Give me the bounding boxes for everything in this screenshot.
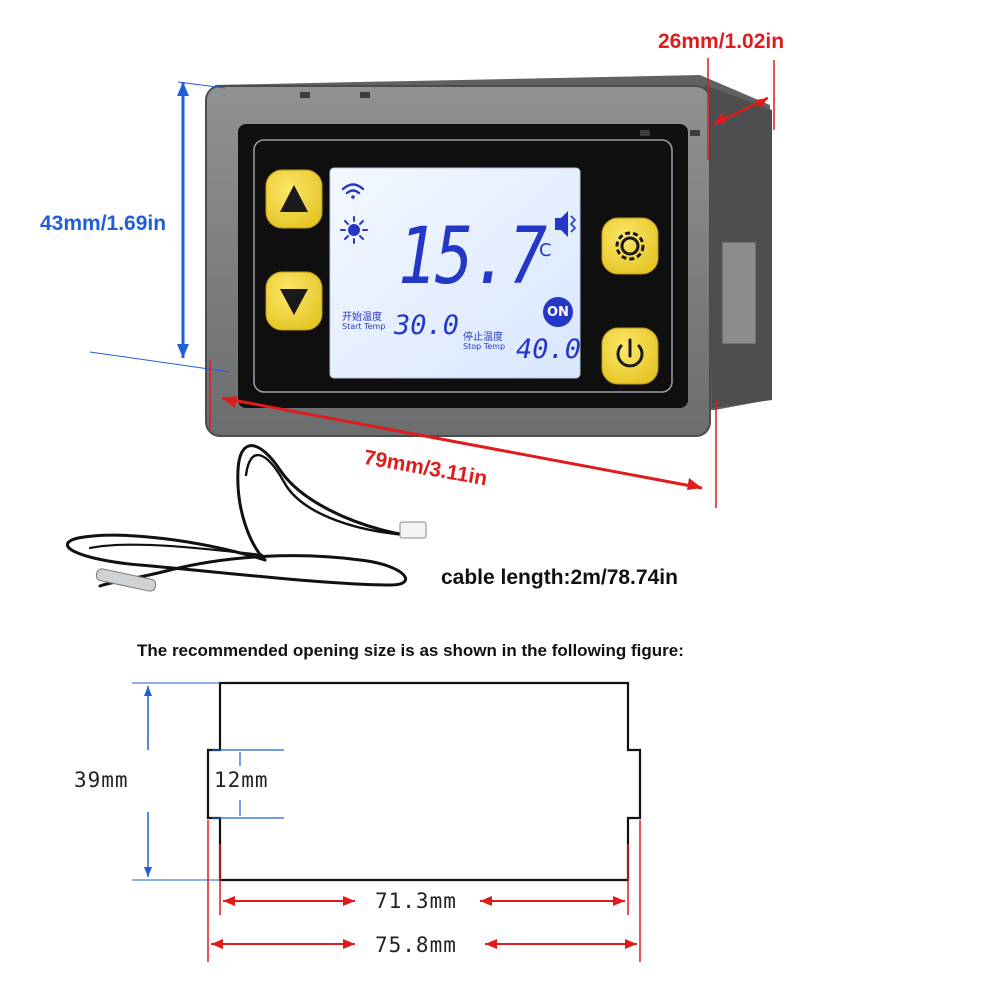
down-button[interactable]	[265, 271, 323, 331]
sun-icon	[340, 216, 368, 244]
power-icon	[616, 338, 644, 368]
temperature-probe-cable	[65, 444, 408, 588]
dimension-lines-product	[89, 58, 775, 508]
outer-width-label: 75.8mm	[375, 933, 457, 957]
height-dimension-label: 43mm/1.69in	[40, 212, 167, 235]
power-button[interactable]	[601, 327, 659, 385]
down-arrow-icon	[280, 289, 308, 315]
speaker-icon	[555, 211, 577, 237]
up-button[interactable]	[265, 169, 323, 229]
probe-tip	[95, 568, 157, 592]
settings-button[interactable]	[601, 217, 659, 275]
depth-dimension-label: 26mm/1.02in	[658, 30, 785, 53]
stop-temp-label-en: Stop Temp	[463, 342, 506, 351]
on-badge	[543, 297, 573, 327]
cable-length-label: cable length:2m/78.74in	[441, 566, 678, 589]
opening-caption: The recommended opening size is as shown…	[137, 641, 684, 660]
dimension-lines-opening	[132, 682, 641, 962]
opening-height-label: 39mm	[74, 768, 129, 792]
stop-temp-value: 40.0	[516, 334, 582, 365]
connector-plug	[399, 521, 427, 539]
start-temp-label-cn: 开始温度	[342, 312, 382, 323]
start-temp-label-en: Start Temp	[342, 322, 386, 331]
stop-temp-label-cn: 停止温度	[463, 332, 503, 343]
temperature-readout: 15.7	[398, 212, 547, 302]
wifi-icon	[341, 183, 365, 199]
opening-outline	[206, 681, 642, 882]
on-badge-label: ON	[547, 305, 569, 320]
up-arrow-icon	[280, 185, 308, 212]
gear-icon	[615, 231, 645, 261]
start-temp-value: 30.0	[394, 310, 460, 341]
temperature-unit: °C	[530, 240, 552, 261]
notch-height-label: 12mm	[214, 768, 269, 792]
lcd-screen	[329, 167, 581, 379]
inner-width-label: 71.3mm	[375, 889, 457, 913]
